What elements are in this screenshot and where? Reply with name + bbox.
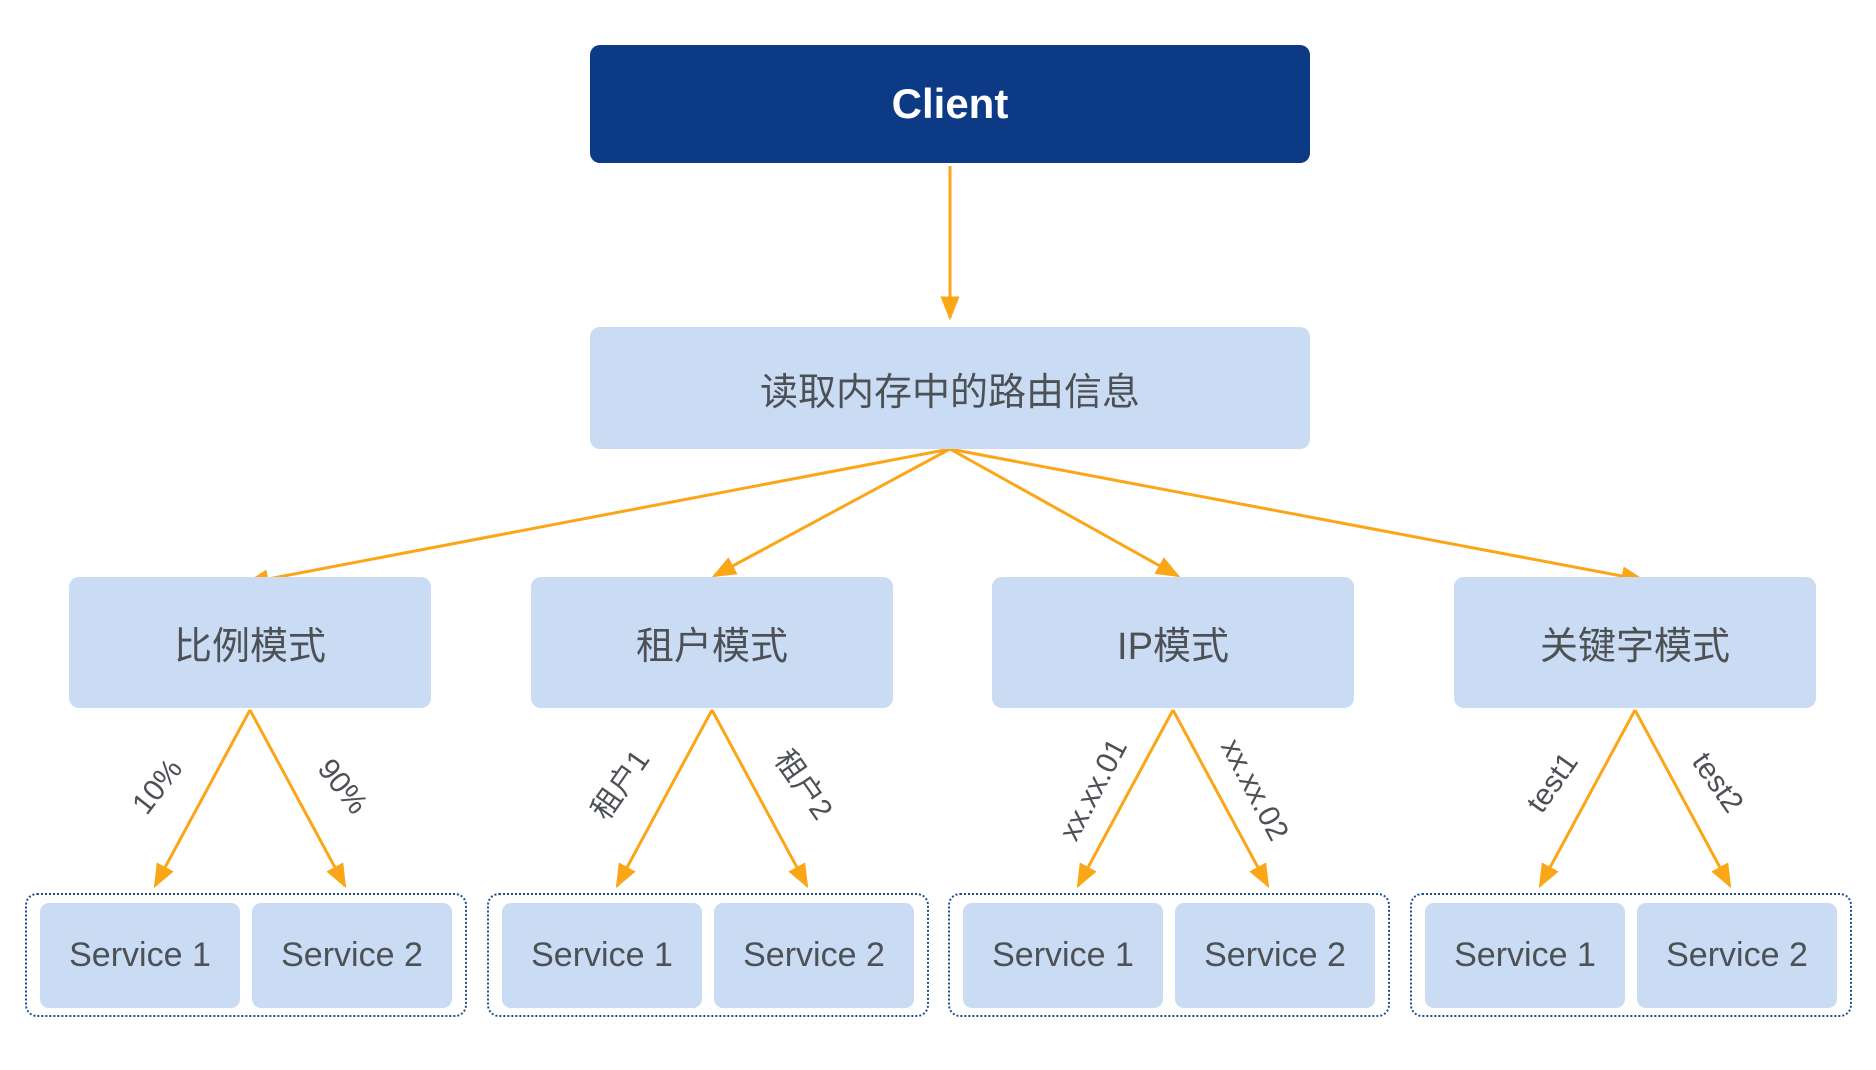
service-group-keyword: Service 1 Service 2 [1410, 893, 1852, 1017]
mode-node-ratio: 比例模式 [69, 577, 431, 708]
service-node: Service 2 [252, 903, 452, 1008]
edge-label-keyword-2: test2 [1685, 746, 1750, 819]
service-group-ip: Service 1 Service 2 [948, 893, 1390, 1017]
service-label: Service 2 [281, 936, 423, 974]
arrow-router-mode-ip [949, 447, 1181, 578]
service-node: Service 1 [502, 903, 702, 1008]
router-node: 读取内存中的路由信息 [590, 327, 1310, 449]
service-group-ratio: Service 1 Service 2 [25, 893, 467, 1017]
edge-label-ip-2: xx.xx.02 [1214, 733, 1295, 847]
mode-label-ratio: 比例模式 [173, 626, 326, 668]
mode-label-ip: IP模式 [1117, 626, 1229, 668]
service-node: Service 1 [963, 903, 1163, 1008]
client-node: Client [590, 45, 1310, 163]
edge-label-keyword-1: test1 [1520, 746, 1585, 819]
service-label: Service 1 [69, 936, 211, 974]
client-label: Client [891, 80, 1009, 127]
edge-label-tenant-2: 租户2 [767, 744, 839, 826]
arrow-router-mode-ratio [244, 447, 951, 589]
edge-label-ip-1: xx.xx.01 [1053, 733, 1134, 847]
service-node: Service 1 [40, 903, 240, 1008]
edge-label-ratio-1: 10% [126, 752, 190, 821]
service-node: Service 2 [1637, 903, 1837, 1008]
service-label: Service 2 [743, 936, 885, 974]
mode-label-keyword: 关键字模式 [1539, 626, 1730, 668]
service-node: Service 1 [1425, 903, 1625, 1008]
service-node: Service 2 [1175, 903, 1375, 1008]
mode-node-keyword: 关键字模式 [1454, 577, 1816, 708]
service-label: Service 1 [992, 936, 1134, 974]
service-label: Service 2 [1666, 936, 1808, 974]
edge-label-ratio-2: 90% [310, 752, 374, 821]
mode-label-tenant: 租户模式 [635, 626, 788, 668]
service-label: Service 1 [531, 936, 673, 974]
arrow-router-mode-tenant [711, 447, 951, 578]
edge-label-tenant-1: 租户1 [585, 744, 657, 826]
mode-node-tenant: 租户模式 [531, 577, 893, 708]
arrow-router-mode-keyword [949, 447, 1646, 586]
mode-node-ip: IP模式 [992, 577, 1354, 708]
service-group-tenant: Service 1 Service 2 [487, 893, 929, 1017]
service-node: Service 2 [714, 903, 914, 1008]
service-label: Service 2 [1204, 936, 1346, 974]
service-label: Service 1 [1454, 936, 1596, 974]
router-label: 读取内存中的路由信息 [759, 371, 1140, 414]
